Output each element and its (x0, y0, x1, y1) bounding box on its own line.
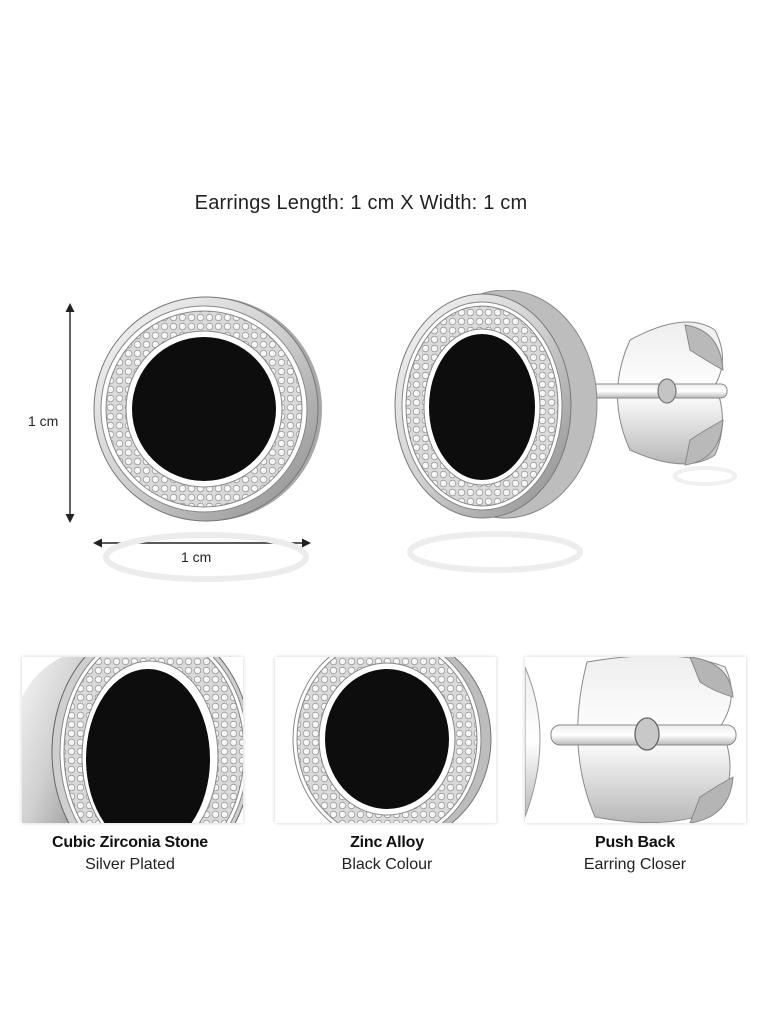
feature-subtitle: Silver Plated (85, 856, 175, 873)
feature-image-cubic-zirconia (22, 657, 243, 823)
stud-earring-front-icon (93, 296, 322, 582)
push-back-closeup-icon (525, 657, 746, 823)
height-label: 1 cm (28, 413, 59, 429)
black-center-closeup-icon (275, 657, 496, 823)
feature-title: Push Back (594, 834, 675, 851)
feature-caption-zinc-alloy: Zinc Alloy Black Colour (267, 834, 507, 874)
earring-side-view (385, 290, 745, 580)
feature-caption-push-back: Push Back Earring Closer (515, 834, 755, 874)
stone-closeup-icon (22, 657, 243, 823)
feature-title: Cubic Zirconia Stone (51, 834, 209, 851)
feature-image-zinc-alloy (275, 657, 496, 823)
height-dimension-arrow (62, 303, 78, 523)
stud-earring-with-push-back-icon (394, 290, 737, 573)
earring-front-view (88, 295, 328, 595)
feature-subtitle: Earring Closer (583, 856, 687, 873)
width-label: 1 cm (181, 549, 212, 565)
feature-caption-cubic-zirconia: Cubic Zirconia Stone Silver Plated (10, 834, 250, 874)
feature-subtitle: Black Colour (341, 856, 433, 873)
feature-title: Zinc Alloy (350, 834, 424, 851)
feature-image-push-back (525, 657, 746, 823)
dimensions-title: Earrings Length: 1 cm X Width: 1 cm (194, 192, 528, 214)
